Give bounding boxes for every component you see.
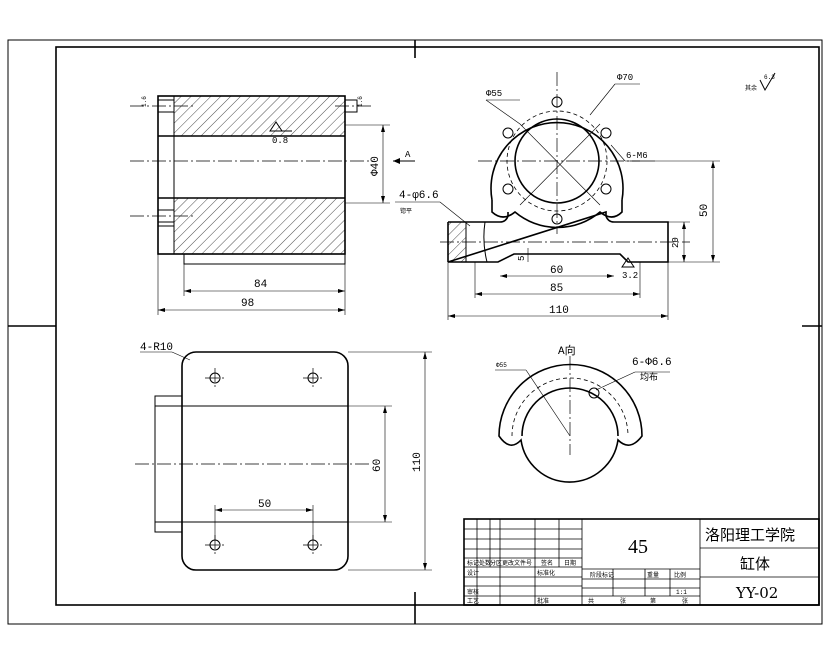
depth-note-right: 1.6 [357, 96, 364, 107]
dim-60-side: 60 [550, 265, 563, 277]
roughness-other-value: 6.3 [764, 74, 775, 81]
tb-count: 处数 [479, 559, 491, 567]
roughness-other: 其余 6.3 [745, 72, 776, 92]
dia70-side: Φ70 [617, 73, 633, 83]
holes-note-front: 锪平 [400, 207, 412, 215]
holes-label-front: 4-φ6.6 [399, 190, 439, 202]
tb-sheet-unit: 张 [620, 597, 626, 605]
front-view: 0.8 1.6 1.6 Φ40 A 84 98 [130, 95, 415, 315]
dim-85-side: 85 [550, 283, 563, 295]
a-view: A向 Φ55 6-Φ6.6 均布 [495, 343, 672, 483]
tb-approve: 批准 [537, 597, 549, 605]
tb-material: 45 [628, 536, 648, 558]
tb-drawing-no: YY-02 [735, 584, 778, 602]
dia55-side: Φ55 [486, 89, 502, 99]
dim-98: 98 [241, 298, 254, 310]
dim-60-top: 60 [372, 459, 384, 472]
holes-note-aview: 均布 [640, 371, 658, 383]
tb-design: 设计 [467, 569, 479, 577]
tb-sign: 签名 [541, 559, 553, 567]
roughness-front: 0.8 [272, 136, 288, 146]
tb-page-unit: 张 [682, 597, 688, 605]
tb-change-doc: 更改文件号 [502, 559, 532, 567]
dim-dia40: Φ40 [370, 156, 382, 176]
radius-label: 4-R10 [140, 342, 173, 354]
tb-scale: 1:1 [676, 589, 687, 596]
tb-review: 审核 [467, 588, 479, 596]
side-view: Φ55 Φ70 6-M6 4-φ6.6 锪平 50 20 5 60 85 [395, 72, 720, 320]
dim-5-side: 5 [517, 256, 527, 261]
dim-20-side: 20 [671, 237, 681, 248]
a-view-title: A向 [558, 343, 576, 358]
top-view: 4-R10 50 60 110 [135, 342, 432, 571]
tb-school: 洛阳理工学院 [705, 526, 795, 544]
tb-process: 工艺 [467, 597, 479, 605]
tb-zone: 分区 [490, 559, 502, 567]
tb-page: 第 [650, 597, 656, 605]
holes-aview: 6-Φ6.6 [632, 357, 672, 369]
dia55-aview: Φ55 [496, 362, 507, 369]
dim-84: 84 [254, 279, 268, 291]
tb-date: 日期 [564, 559, 576, 567]
thread-label: 6-M6 [626, 151, 648, 161]
tb-weight: 重量 [647, 571, 659, 579]
tb-mark: 标记 [467, 559, 479, 567]
inner-border [55, 46, 820, 606]
dim-110-side: 110 [549, 305, 569, 317]
tb-part-name: 缸体 [740, 555, 770, 573]
dim-50-top: 50 [258, 499, 271, 511]
tb-stage: 阶段标记 [590, 571, 614, 579]
tb-sheets: 共 [588, 597, 594, 605]
depth-note-left: 1.6 [141, 96, 148, 107]
dim-110-top: 110 [412, 452, 424, 472]
tb-standard: 标准化 [537, 569, 555, 577]
dim-50-side: 50 [699, 204, 711, 217]
roughness-other-label: 其余 [745, 84, 757, 92]
title-block: 标记 处数 分区 更改文件号 签名 日期 设计 标准化 审核 工艺 批准 阶段标… [463, 518, 820, 606]
roughness-side: 3.2 [622, 271, 638, 281]
tb-scale-label: 比例 [674, 571, 686, 579]
section-mark-a: A [405, 150, 411, 160]
